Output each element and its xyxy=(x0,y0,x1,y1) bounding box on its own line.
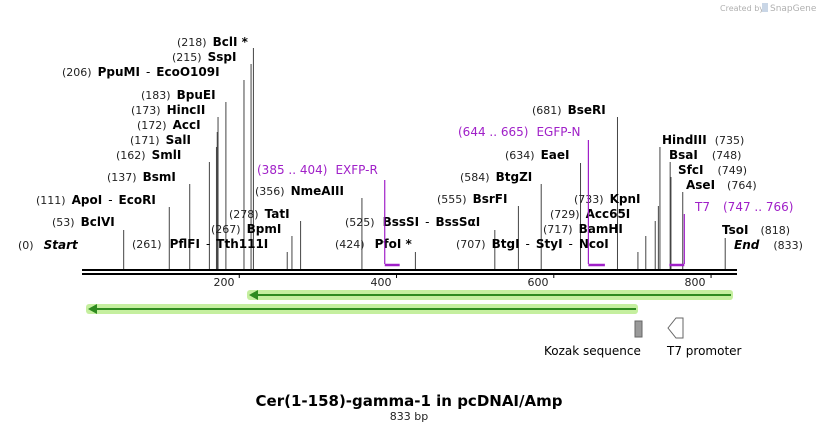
kozak-sequence-box xyxy=(634,320,643,338)
snapgene-credit: Created by SnapGene xyxy=(720,3,817,14)
site-label-kpni: (733)KpnI xyxy=(574,192,641,206)
site-label-acc65i: (729)Acc65I xyxy=(550,207,630,221)
feature-label-t7-promoter: T7 promoter xyxy=(666,344,742,358)
site-label-start: (0)Start xyxy=(18,238,79,252)
primer-label-egfp-n: (644 .. 665)EGFP-N xyxy=(458,125,581,139)
map-title: Cer(1-158)-gamma-1 in pcDNAI/Amp xyxy=(256,392,563,410)
map-length: 833 bp xyxy=(390,410,428,423)
site-label-bclvi: (53)BclVI xyxy=(52,215,115,229)
snapgene-logo-icon xyxy=(762,3,768,12)
site-label-bsssi: (525)BssSI-BssSαI xyxy=(345,215,480,229)
site-label-sfci: SfcI(749) xyxy=(678,163,747,177)
site-label-sspi: (215)SspI xyxy=(172,50,236,64)
site-label-bcli: (218)BclI * xyxy=(177,35,249,49)
site-label-apoi: (111)ApoI-EcoRI xyxy=(36,193,156,207)
site-label-hincii: (173)HincII xyxy=(131,103,205,117)
orf-arrows xyxy=(86,290,733,314)
tick-label: 400 xyxy=(371,276,392,289)
site-label-bseri: (681)BseRI xyxy=(532,103,606,117)
primer-marks xyxy=(384,140,685,267)
site-label-bamhi: (717)BamHI xyxy=(543,222,623,236)
site-label-sali: (171)SalI xyxy=(130,133,191,147)
site-label-asei: AseI(764) xyxy=(686,178,757,192)
site-label-ppumi: (206)PpuMI-EcoO109I xyxy=(62,65,220,79)
site-label-pfoi: (424)PfoI * xyxy=(335,237,412,251)
site-label-bsrfi: (555)BsrFI xyxy=(437,192,507,206)
site-label-btgzi: (584)BtgZI xyxy=(460,170,532,184)
dna-backbone xyxy=(82,269,737,275)
primers: (385 .. 404)EXFP-R (644 .. 665)EGFP-N T7… xyxy=(257,125,793,214)
site-lines xyxy=(123,48,726,269)
t7-promoter-arrow-icon xyxy=(667,317,684,339)
orf-arrow-upper xyxy=(247,290,733,300)
primer-name-t7: T7 xyxy=(694,200,710,214)
tick-label: 800 xyxy=(685,276,706,289)
site-label-btgi: (707)BtgI-StyI-NcoI xyxy=(456,237,609,251)
site-label-hindiii: HindIII(735) xyxy=(662,133,744,147)
site-label-eaei: (634)EaeI xyxy=(505,148,570,162)
site-label-bpuei: (183)BpuEI xyxy=(141,88,216,102)
feature-label-kozak: Kozak sequence xyxy=(544,344,641,358)
site-label-bsai: BsaI(748) xyxy=(669,148,741,162)
tick-label: 600 xyxy=(528,276,549,289)
site-label-smli: (162)SmlI xyxy=(116,148,181,162)
site-label-pflfi: (261)PflFI-Tth111I xyxy=(132,237,268,251)
site-label-bsmi: (137)BsmI xyxy=(107,170,176,184)
scale-ticks: 200 400 600 800 xyxy=(214,274,712,289)
tick-label: 200 xyxy=(214,276,235,289)
site-label-bpmi: (267)BpmI xyxy=(211,222,281,236)
features: Kozak sequence T7 promoter xyxy=(544,317,742,358)
orf-arrow-lower xyxy=(86,304,638,314)
site-label-tati: (278)TatI xyxy=(229,207,290,221)
primer-range-t7: (747 .. 766) xyxy=(723,200,793,214)
credit-brand: SnapGene xyxy=(770,4,817,14)
credit-prefix: Created by xyxy=(720,4,764,13)
site-label-tsoi: TsoI(818) xyxy=(722,223,790,237)
site-label-nmeaiii: (356)NmeAIII xyxy=(255,184,344,198)
primer-label-exfp-r: (385 .. 404)EXFP-R xyxy=(257,163,378,177)
site-label-acci: (172)AccI xyxy=(137,118,201,132)
site-labels: (0)Start (53)BclVI (111)ApoI-EcoRI (137)… xyxy=(18,35,803,252)
site-label-end: End(833) xyxy=(734,238,803,252)
